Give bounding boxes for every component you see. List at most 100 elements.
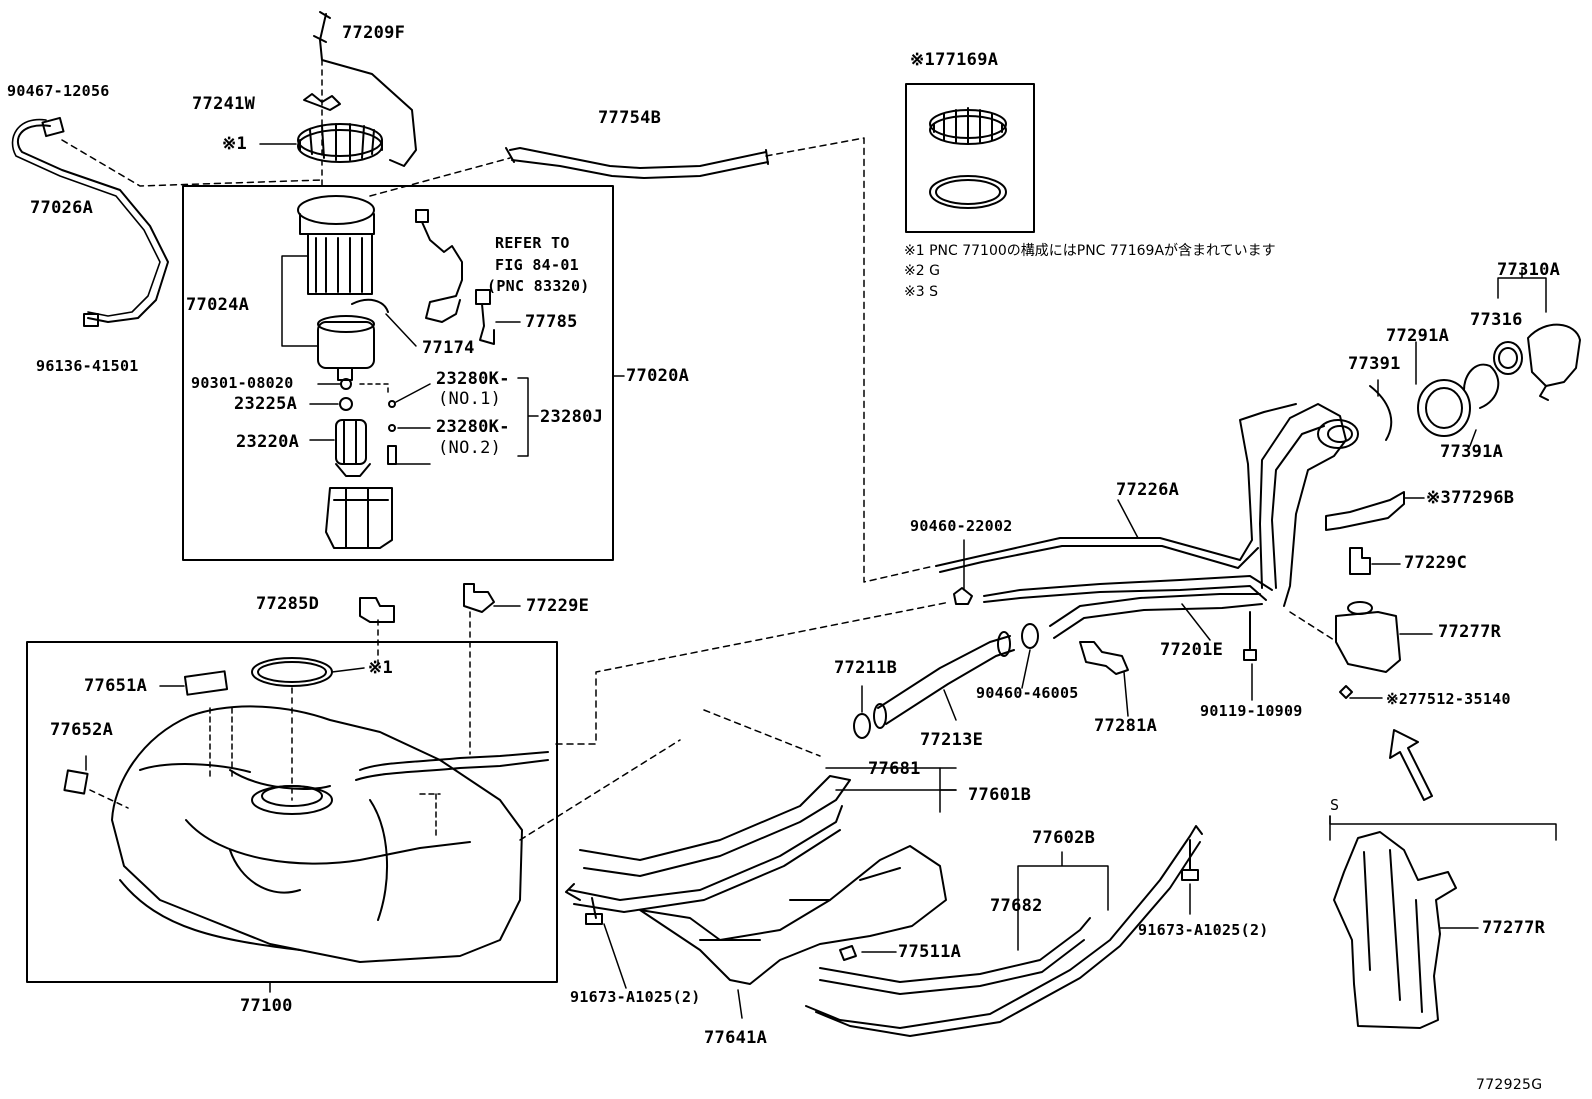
pump-bracket [325, 487, 393, 549]
strap-77682 [819, 917, 1091, 983]
label-s-view: S [1330, 796, 1340, 814]
label-77316: 77316 [1470, 310, 1523, 330]
label-77512-35140: ※277512-35140 [1386, 690, 1511, 708]
label-77277r-top: 77277R [1438, 622, 1502, 642]
pump-body-77024a [307, 233, 373, 295]
label-91673-right: 91673-A1025(2) [1138, 921, 1269, 939]
label-no2: (NO.2) [438, 438, 502, 458]
refer-to-line3: (PNC 83320) [487, 277, 590, 295]
label-ref1-tank: ※1 [368, 658, 394, 678]
label-77229e: 77229E [526, 596, 590, 616]
label-ref1-ring: ※1 [222, 134, 248, 154]
label-23280k-no1: 23280K- [436, 369, 510, 389]
label-77281a: 77281A [1094, 716, 1158, 736]
label-91673-left: 91673-A1025(2) [570, 988, 701, 1006]
fuel-cap-77310a [1527, 323, 1581, 387]
refer-to-line1: REFER TO [495, 234, 570, 252]
label-77209f: 77209F [342, 23, 406, 43]
fuel-tank-77100 [111, 705, 523, 963]
clip-77241w [303, 93, 341, 111]
hose-77026a [17, 124, 169, 323]
clip-77229c [1349, 547, 1371, 575]
label-23225a: 23225A [234, 394, 298, 414]
label-77100: 77100 [240, 996, 293, 1016]
label-77285d: 77285D [256, 594, 320, 614]
clip-77174 [351, 298, 389, 313]
label-77652a: 77652A [50, 720, 114, 740]
tube-77209f [319, 13, 417, 167]
clip-90460-22002 [953, 587, 973, 605]
label-77174: 77174 [422, 338, 475, 358]
label-77651a [183, 670, 229, 696]
protector-77641a [639, 845, 947, 985]
note-2: ※2 G [904, 263, 940, 279]
label-77785: 77785 [525, 312, 578, 332]
label-77024a: 77024A [186, 295, 250, 315]
label-77201e: 77201E [1160, 640, 1224, 660]
protector-77277r-top [1335, 611, 1401, 673]
filter-canister [317, 321, 375, 369]
label-77169a: ※177169A [910, 50, 999, 70]
clip-77229e [463, 583, 495, 613]
o-ring-90301 [340, 378, 352, 390]
bolt-90119 [1243, 611, 1257, 661]
label-77511a: 77511A [898, 942, 962, 962]
label-23220a: 23220A [236, 432, 300, 452]
strap-77681 [579, 775, 851, 877]
clamp-90460-46005 [1021, 623, 1039, 649]
note-1: ※1 PNC 77100の構成にはPNC 77169Aが含まれています [904, 243, 1276, 259]
label-77213e: 77213E [920, 730, 984, 750]
label-77291a: 77291A [1386, 326, 1450, 346]
filler-neck-77291a [1417, 379, 1471, 437]
gasket-77169a [929, 175, 1007, 209]
label-77652a [63, 769, 89, 795]
label-77226a: 77226A [1116, 480, 1180, 500]
label-77602b: 77602B [1032, 828, 1096, 848]
label-77026a: 77026A [30, 198, 94, 218]
bracket-77296b [1325, 491, 1405, 531]
hose-77754b [509, 147, 767, 169]
hose-77213e [877, 635, 1011, 709]
clip-77285d [359, 597, 395, 623]
refer-to-line2: FIG 84-01 [495, 256, 579, 274]
filler-tube-77201e [983, 575, 1273, 597]
label-23280k-no2: 23280K- [436, 417, 510, 437]
strap-77601b [569, 805, 843, 901]
bolt-91673-right [1181, 839, 1199, 881]
label-77277r-bottom: 77277R [1482, 918, 1546, 938]
label-77651a: 77651A [84, 676, 148, 696]
label-96136-41501: 96136-41501 [36, 357, 139, 375]
label-77020a: 77020A [626, 366, 690, 386]
label-77681: 77681 [868, 759, 921, 779]
filler-pipe [1259, 403, 1347, 607]
bracket-77281a [1079, 641, 1129, 675]
label-77754b: 77754B [598, 108, 662, 128]
figure-code: 772925G [1476, 1077, 1543, 1093]
label-23280j: 23280J [540, 407, 604, 427]
label-77391a: 77391A [1440, 442, 1504, 462]
clamp-77211b [853, 713, 871, 739]
label-90301-08020: 90301-08020 [191, 374, 294, 392]
pump-assembly-box [182, 185, 614, 561]
label-77229c: 77229C [1404, 553, 1468, 573]
label-90460-46005: 90460-46005 [976, 684, 1079, 702]
strap-77602b [805, 825, 1203, 1029]
label-90119-10909: 90119-10909 [1200, 702, 1303, 720]
breather-tube-77226a [935, 403, 1297, 567]
fuel-pump-23220a [335, 419, 367, 465]
sender-gauge [415, 209, 463, 323]
gasket-set-box [905, 83, 1035, 233]
label-77310a: 77310A [1497, 260, 1561, 280]
label-no1: (NO.1) [438, 389, 502, 409]
ring-77316 [1493, 341, 1523, 375]
label-77682: 77682 [990, 896, 1043, 916]
label-77296b: ※377296B [1426, 488, 1515, 508]
clip-77512 [1339, 685, 1353, 699]
label-77211b: 77211B [834, 658, 898, 678]
pump-flange [297, 195, 375, 225]
view-arrow [1389, 729, 1433, 801]
label-77641a: 77641A [704, 1028, 768, 1048]
label-90460-22002: 90460-22002 [910, 517, 1013, 535]
